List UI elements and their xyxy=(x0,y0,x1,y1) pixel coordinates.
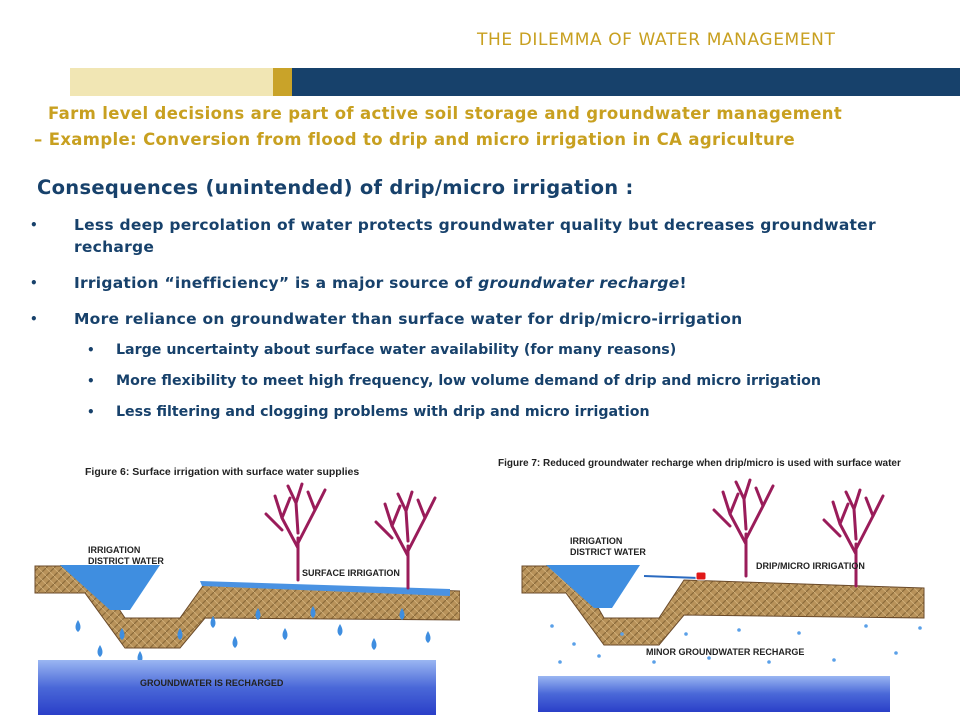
bullet-dot-icon: • xyxy=(30,276,38,290)
drip-pipe xyxy=(643,575,700,579)
slide-subtitle: Farm level decisions are part of active … xyxy=(34,101,958,153)
bullet-text: More reliance on groundwater than surfac… xyxy=(74,310,743,328)
figure-6: Figure 6: Surface irrigation with surfac… xyxy=(30,448,460,720)
bullet-item: • More reliance on groundwater than surf… xyxy=(30,308,935,330)
sub-bullet-text: Less filtering and clogging problems wit… xyxy=(116,404,650,420)
bullet-dot-icon: • xyxy=(87,374,95,388)
figure-7-caption: Figure 7: Reduced groundwater recharge w… xyxy=(498,458,901,469)
header-bar-light-gold xyxy=(70,68,275,96)
percolation-drops xyxy=(550,624,922,664)
groundwater-body xyxy=(38,660,436,715)
subtitle-line-2: – Example: Conversion from flood to drip… xyxy=(34,130,796,149)
figure-7: Figure 7: Reduced groundwater recharge w… xyxy=(494,448,956,720)
sub-bullet-item: • Large uncertainty about surface water … xyxy=(30,340,935,360)
bullet-dot-icon: • xyxy=(87,343,95,357)
fig7-label-district-2: DISTRICT WATER xyxy=(570,547,646,557)
bullet-dot-icon: • xyxy=(87,405,95,419)
sub-bullet-item: • More flexibility to meet high frequenc… xyxy=(30,371,935,391)
figure-7-illustration: IRRIGATION DISTRICT WATER DRIP/MICRO IRR… xyxy=(521,478,925,712)
tree-icon xyxy=(264,482,327,582)
tree-icon xyxy=(374,490,437,590)
drip-emitter-icon xyxy=(695,571,707,581)
tree-icon xyxy=(712,478,775,578)
sub-bullet-text: Large uncertainty about surface water av… xyxy=(116,342,677,358)
figure-6-illustration: IRRIGATION DISTRICT WATER SURFACE IRRIGA… xyxy=(34,482,460,715)
surface-water-layer xyxy=(200,581,450,596)
fig7-label-drip-irrigation: DRIP/MICRO IRRIGATION xyxy=(756,561,865,571)
bullet-dot-icon: • xyxy=(30,218,38,232)
fig7-label-district-1: IRRIGATION xyxy=(570,536,622,546)
soil-band xyxy=(521,565,925,646)
bullet-item: • Irrigation “inefficiency” is a major s… xyxy=(30,272,935,294)
fig6-label-district-1: IRRIGATION xyxy=(88,545,140,555)
subtitle-line-1: Farm level decisions are part of active … xyxy=(48,104,843,123)
bullet-emphasis: groundwater recharge xyxy=(478,274,680,292)
fig6-label-groundwater: GROUNDWATER IS RECHARGED xyxy=(140,678,284,688)
bullet-item: • Less deep percolation of water protect… xyxy=(30,214,935,258)
fig6-label-district-2: DISTRICT WATER xyxy=(88,556,164,566)
bullet-text: Less deep percolation of water protects … xyxy=(74,216,876,256)
header-bar-blue xyxy=(292,68,960,96)
bullet-list: • Less deep percolation of water protect… xyxy=(30,214,935,433)
bullet-text-end: ! xyxy=(679,274,687,292)
section-heading: Consequences (unintended) of drip/micro … xyxy=(37,176,634,199)
percolation-drops xyxy=(75,606,431,663)
figure-6-caption: Figure 6: Surface irrigation with surfac… xyxy=(85,466,360,478)
sub-bullet-item: • Less filtering and clogging problems w… xyxy=(30,402,935,422)
header-bar-gold xyxy=(273,68,292,96)
soil-band xyxy=(34,565,460,649)
fig6-label-surface-irrigation: SURFACE IRRIGATION xyxy=(302,568,400,578)
canal-water xyxy=(546,565,640,608)
tree-icon xyxy=(822,488,885,588)
groundwater-body xyxy=(538,676,890,712)
bullet-text: Irrigation “inefficiency” is a major sou… xyxy=(74,274,479,292)
fig7-label-minor-recharge: MINOR GROUNDWATER RECHARGE xyxy=(646,647,804,657)
sub-bullet-text: More flexibility to meet high frequency,… xyxy=(116,373,822,389)
bullet-dot-icon: • xyxy=(30,312,38,326)
canal-water xyxy=(60,565,160,610)
slide-title: THE DILEMMA OF WATER MANAGEMENT xyxy=(477,30,836,50)
